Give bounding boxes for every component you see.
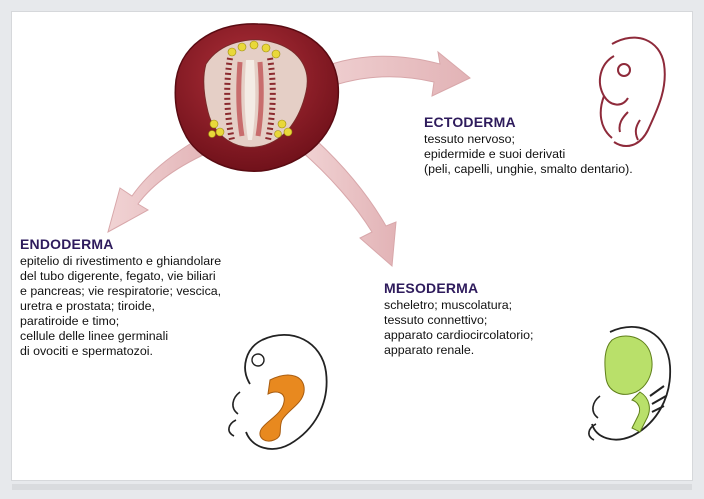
ectoderm-line: tessuto nervoso; — [424, 132, 633, 147]
ectoderm-line: (peli, capelli, unghie, smalto dentario)… — [424, 162, 633, 177]
mesoderm-line: scheletro; muscolatura; — [384, 298, 533, 313]
ectoderm-line: epidermide e suoi derivati — [424, 147, 633, 162]
mesoderm-block: MESODERMA scheletro; muscolatura; tessut… — [384, 280, 533, 358]
mesoderm-line: apparato renale. — [384, 343, 533, 358]
mesoderm-embryo-illustration — [589, 327, 670, 440]
ectoderm-heading: ECTODERMA — [424, 114, 633, 130]
endoderm-line: cellule delle linee germinali — [20, 329, 221, 344]
endoderm-embryo-illustration — [229, 335, 327, 449]
mesoderm-line: apparato cardiocircolatorio; — [384, 328, 533, 343]
mesoderm-heading: MESODERMA — [384, 280, 533, 296]
endoderm-heading: ENDODERMA — [20, 236, 221, 252]
endoderm-line: epitelio di rivestimento e ghiandolare — [20, 254, 221, 269]
endoderm-line: paratiroide e timo; — [20, 314, 221, 329]
endoderm-line: di ovociti e spermatozoi. — [20, 344, 221, 359]
endoderm-line: e pancreas; vie respiratorie; vescica, — [20, 284, 221, 299]
mesoderm-line: tessuto connettivo; — [384, 313, 533, 328]
arrow-to-mesoderm — [300, 140, 396, 266]
ectoderm-block: ECTODERMA tessuto nervoso; epidermide e … — [424, 114, 633, 177]
endoderm-line: del tubo digerente, fegato, vie biliari — [20, 269, 221, 284]
endoderm-line: uretra e prostata; tiroide, — [20, 299, 221, 314]
endoderm-block: ENDODERMA epitelio di rivestimento e ghi… — [20, 236, 221, 359]
